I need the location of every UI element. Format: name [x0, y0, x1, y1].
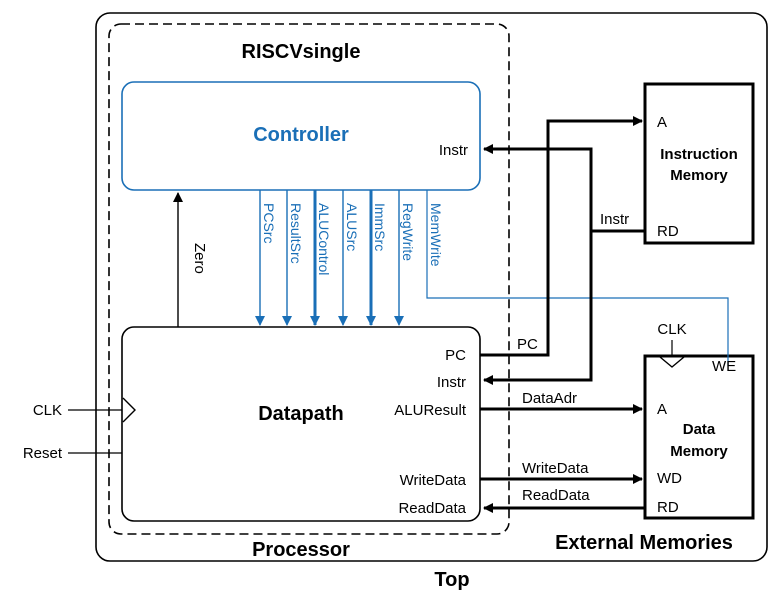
controller-instr-port-label: Instr [439, 142, 468, 159]
memwrite-wire [426, 190, 729, 366]
data-memory-box [643, 354, 755, 520]
imem-rd-port-label: RD [657, 223, 679, 240]
datapath-readdata-port-label: ReadData [398, 500, 466, 517]
datapath-instr-port-label: Instr [437, 374, 466, 391]
reset-input-label: Reset [23, 445, 63, 462]
pc-wire [480, 116, 643, 357]
readdata-wire-label: ReadData [522, 487, 590, 504]
external-memories-label: External Memories [555, 532, 733, 554]
imem-title-line2: Memory [670, 167, 728, 184]
dmem-rd-port-label: RD [657, 499, 679, 516]
dmem-clk-label: CLK [657, 321, 686, 338]
resultsrc-label: ResultSrc [288, 203, 304, 264]
alucontrol-label: ALUControl [316, 203, 332, 275]
regwrite-label: RegWrite [400, 203, 416, 261]
clk-input-label: CLK [33, 402, 62, 419]
dmem-title-line1: Data [683, 421, 716, 438]
controller-label: Controller [253, 124, 349, 146]
alusrc-label: ALUSrc [344, 203, 360, 251]
dataadr-wire-label: DataAdr [522, 390, 577, 407]
instr-wire [483, 144, 645, 233]
dmem-wd-port-label: WD [657, 470, 682, 487]
top-label: Top [434, 569, 469, 591]
pc-wire-label: PC [517, 336, 538, 353]
controller-box [121, 81, 481, 191]
datapath-box [121, 326, 481, 522]
imem-title-line1: Instruction [660, 146, 738, 163]
datapath-label: Datapath [258, 403, 344, 425]
memwrite-label: MemWrite [428, 203, 444, 267]
imem-a-port-label: A [657, 114, 667, 131]
dmem-title-line2: Memory [670, 443, 728, 460]
zero-wire-label: Zero [191, 243, 208, 274]
processor-box [108, 23, 510, 535]
instruction-memory-box [643, 82, 755, 245]
dmem-a-port-label: A [657, 401, 667, 418]
instr-datapath-wire [483, 231, 593, 385]
instr-wire-label: Instr [600, 211, 629, 228]
datapath-pc-port-label: PC [445, 347, 466, 364]
processor-label: Processor [252, 539, 350, 561]
pcsrc-label: PCSrc [261, 203, 277, 243]
datapath-clock-triangle [122, 397, 136, 423]
riscvsingle-label: RISCVsingle [242, 41, 361, 63]
top-box [95, 12, 768, 562]
immsrc-label: ImmSrc [372, 203, 388, 251]
data-memory-clock-triangle [659, 356, 685, 368]
datapath-writedata-port-label: WriteData [400, 472, 467, 489]
datapath-aluresult-port-label: ALUResult [394, 402, 467, 419]
writedata-wire-label: WriteData [522, 460, 589, 477]
dmem-we-port-label: WE [712, 358, 736, 375]
control-signal-wires [255, 190, 729, 366]
